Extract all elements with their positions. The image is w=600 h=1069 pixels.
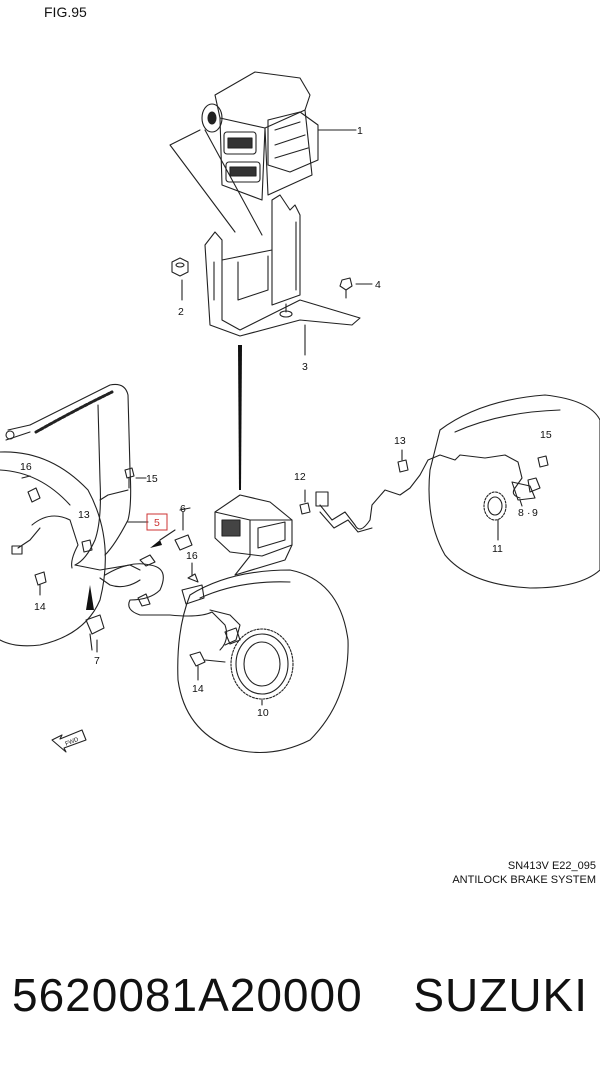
callout-6: 6 (180, 503, 186, 515)
callout-14-center: 14 (192, 683, 204, 695)
callout-1: 1 (357, 125, 363, 137)
fwd-direction-arrow (51, 729, 87, 753)
callout-12: 12 (294, 471, 306, 483)
callout-15-left: 15 (146, 473, 158, 485)
figure-title: FIG.95 (44, 4, 87, 20)
fwd-label: FWD (65, 737, 81, 748)
system-name: ANTILOCK BRAKE SYSTEM (452, 874, 596, 886)
callout-8: 8 (518, 507, 524, 519)
part-footer: 5620081A20000 SUZUKI (12, 960, 588, 1030)
rear-right-wheel-drum (428, 394, 600, 589)
callout-5: 5 (154, 517, 160, 529)
model-code: SN413V E22_095 (507, 860, 596, 872)
center-harness (104, 507, 228, 651)
callout-8-9-separator: · (527, 507, 531, 519)
callout-2: 2 (178, 306, 184, 318)
figure-reference: SN413V E22_095 ANTILOCK BRAKE SYSTEM (452, 859, 596, 887)
abs-control-module (214, 494, 293, 576)
abs-exploded-diagram: 1 2 3 4 5 6 7 8 9 10 11 12 13 13 14 14 1… (0, 71, 600, 754)
callout-9: 9 (532, 507, 538, 519)
callout-16-center: 16 (186, 550, 198, 562)
callout-7: 7 (94, 655, 100, 667)
left-wiring-harness (5, 383, 141, 588)
brand-name: SUZUKI (413, 969, 588, 1021)
right-wiring-harness (299, 449, 549, 533)
callout-10: 10 (257, 707, 269, 719)
abs-hydraulic-unit (201, 71, 357, 201)
callout-14-left: 14 (34, 601, 46, 613)
callout-11: 11 (492, 543, 503, 555)
left-wheel-drum (0, 451, 106, 647)
front-wheel-drum (177, 569, 349, 754)
callout-3: 3 (302, 361, 308, 373)
nut-part-2 (171, 257, 189, 301)
callout-4: 4 (375, 279, 381, 291)
callout-13-left: 13 (78, 509, 90, 521)
bolt-part-4 (339, 277, 373, 299)
left-fasteners (21, 467, 147, 596)
callout-15-right: 15 (540, 429, 552, 441)
abs-bracket (169, 129, 361, 356)
callout-16-left: 16 (20, 461, 32, 473)
callout-13-right: 13 (394, 435, 406, 447)
sensor-part-7 (85, 585, 105, 653)
part-number: 5620081A20000 (12, 969, 363, 1021)
